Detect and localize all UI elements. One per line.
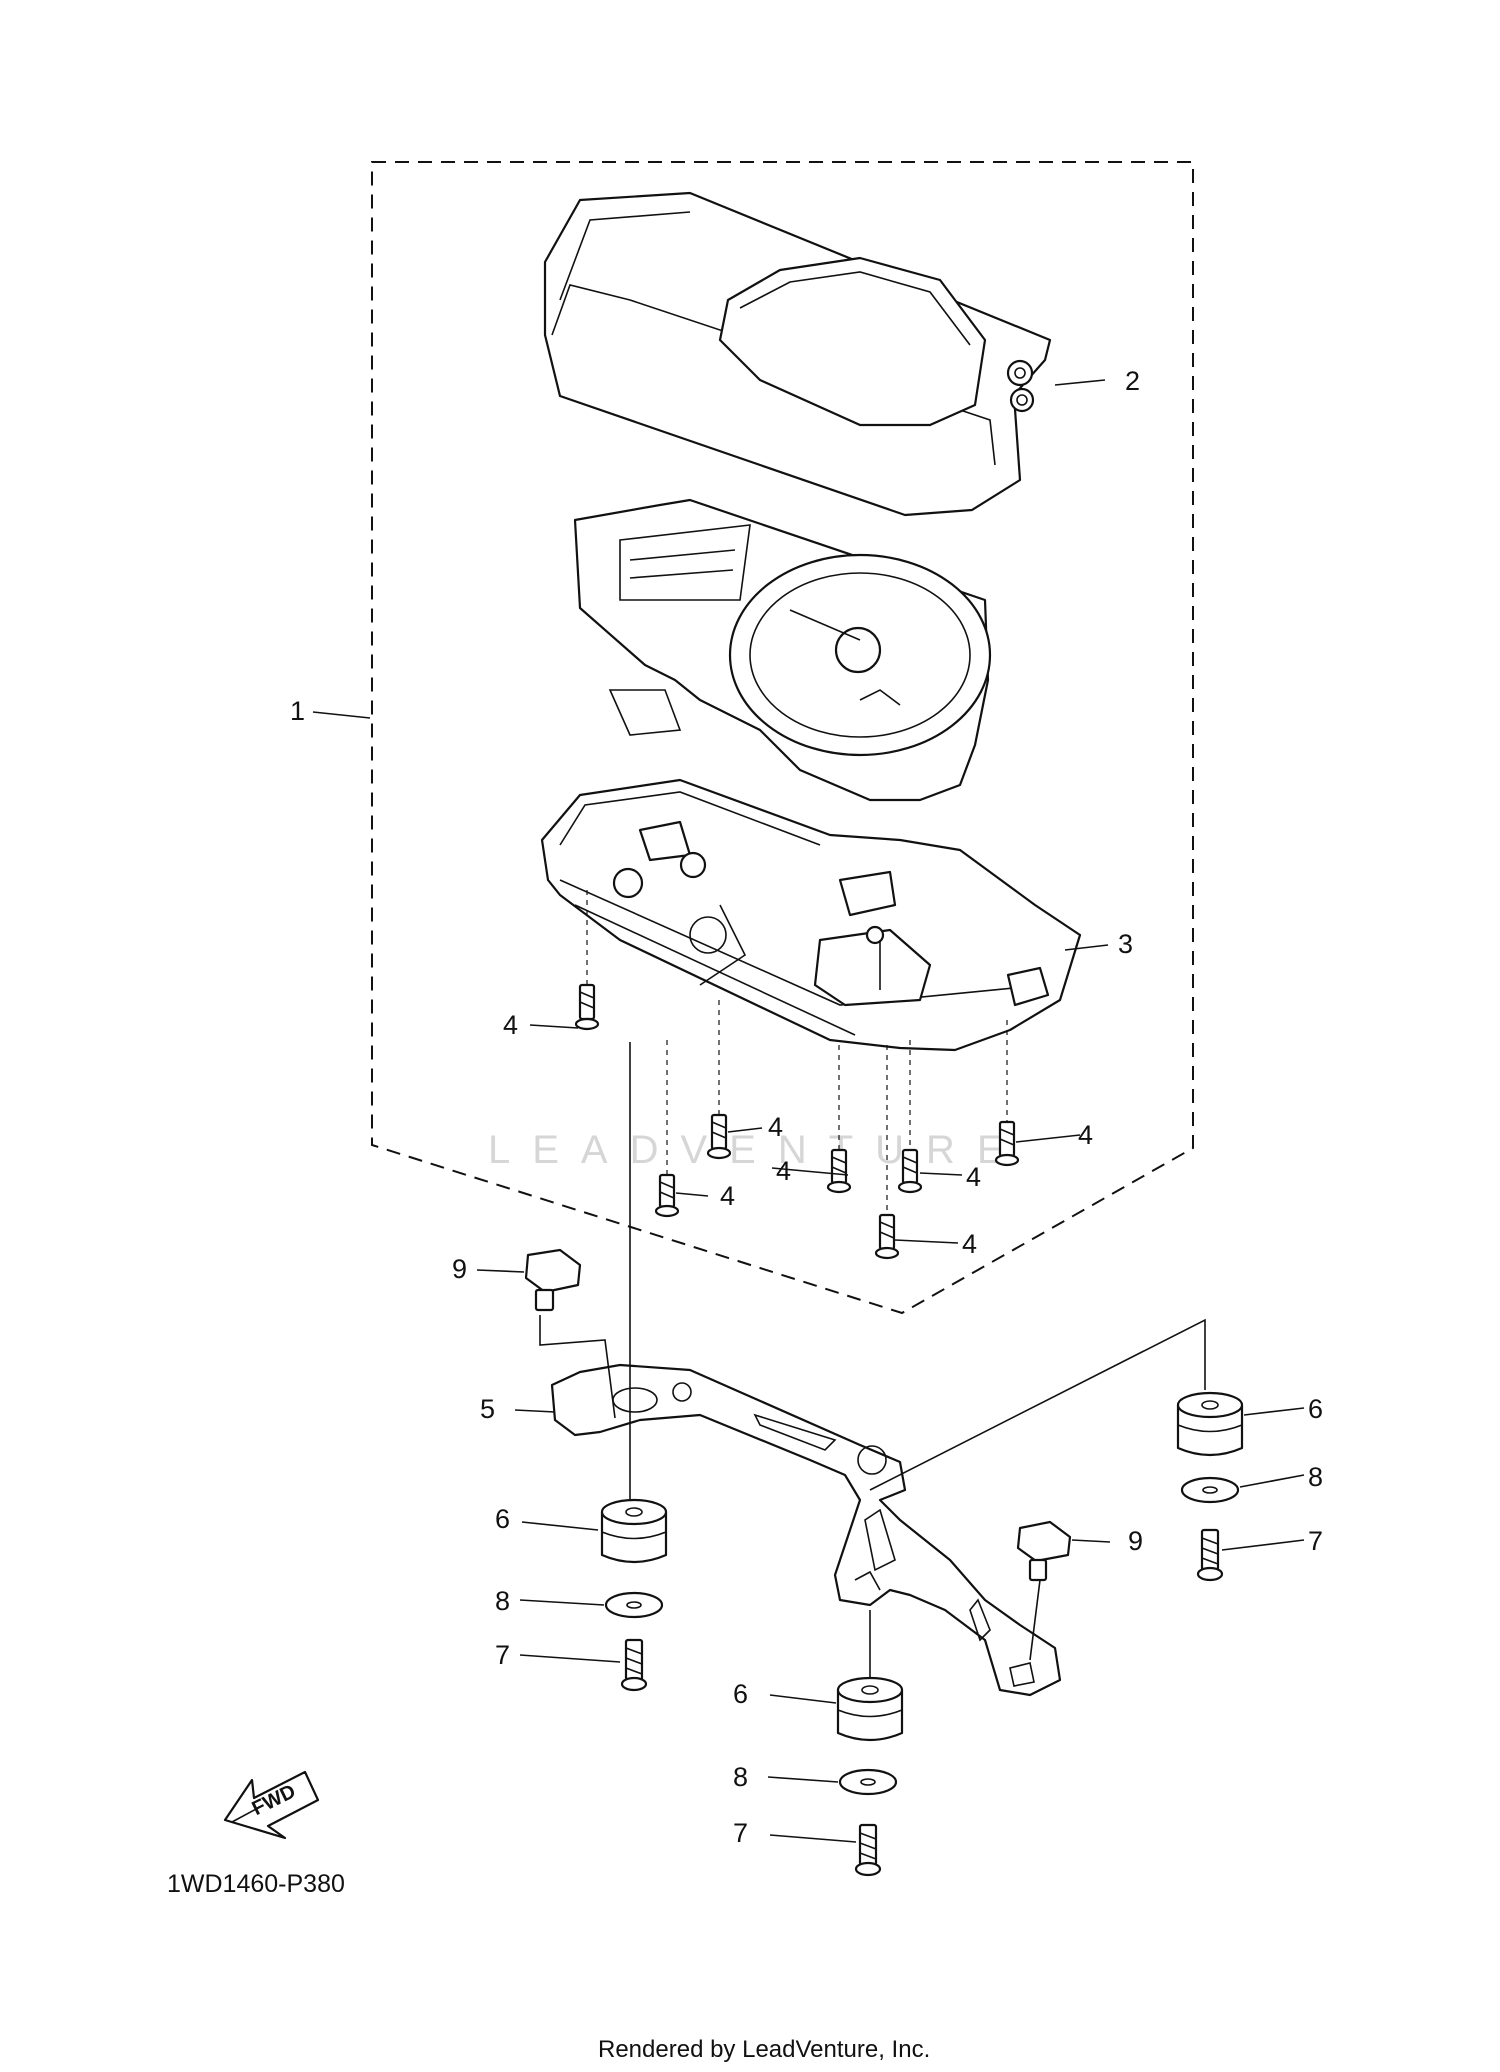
bolt-9a[interactable] xyxy=(524,1248,582,1312)
washer-8c[interactable] xyxy=(838,1768,898,1796)
screw-4f[interactable] xyxy=(994,1120,1020,1167)
callout-8a: 8 xyxy=(1308,1462,1323,1492)
callout-4c: 4 xyxy=(720,1181,735,1211)
meter-cover[interactable] xyxy=(543,191,1052,517)
watermark: LEADVENTURE xyxy=(488,1128,1026,1172)
screw-4b[interactable] xyxy=(706,1113,732,1160)
diagram-code: 1WD1460-P380 xyxy=(167,1870,345,1898)
washer-8b[interactable] xyxy=(604,1591,664,1619)
screw-4a[interactable] xyxy=(574,983,600,1031)
callout-2: 2 xyxy=(1125,366,1140,396)
callout-7b: 7 xyxy=(495,1640,510,1670)
damper-6c[interactable] xyxy=(836,1676,904,1742)
meter-bracket[interactable] xyxy=(550,1363,1062,1697)
callout-6b: 6 xyxy=(495,1504,510,1534)
callout-4d: 4 xyxy=(776,1156,791,1186)
damper-6a[interactable] xyxy=(1176,1391,1244,1457)
screw-7a[interactable] xyxy=(1196,1528,1224,1582)
screw-axis-lines xyxy=(586,890,1008,1215)
callout-6a: 6 xyxy=(1308,1394,1323,1424)
screw-4c[interactable] xyxy=(654,1173,680,1218)
callout-9b: 9 xyxy=(1128,1526,1143,1556)
screw-7c[interactable] xyxy=(854,1823,882,1877)
callout-7c: 7 xyxy=(733,1818,748,1848)
washer-8a[interactable] xyxy=(1180,1476,1240,1504)
assembly-outline xyxy=(371,161,1194,1315)
callout-1: 1 xyxy=(290,696,305,726)
callout-4b: 4 xyxy=(768,1112,783,1142)
meter-unit[interactable] xyxy=(573,498,992,802)
callout-4g: 4 xyxy=(962,1229,977,1259)
bolt-9b[interactable] xyxy=(1016,1520,1072,1582)
callout-4e: 4 xyxy=(966,1162,981,1192)
callout-leaders xyxy=(312,379,1305,1843)
fwd-arrow-icon: FWD xyxy=(223,1770,320,1840)
callout-8b: 8 xyxy=(495,1586,510,1616)
callout-5: 5 xyxy=(480,1394,495,1424)
callout-4a: 4 xyxy=(503,1010,518,1040)
callout-7a: 7 xyxy=(1308,1526,1323,1556)
credit-text: Rendered by LeadVenture, Inc. xyxy=(598,2036,930,2063)
callout-6c: 6 xyxy=(733,1679,748,1709)
alignment-lines xyxy=(539,1042,1206,1680)
callout-8c: 8 xyxy=(733,1762,748,1792)
callout-3: 3 xyxy=(1118,929,1133,959)
screw-4e[interactable] xyxy=(897,1148,923,1194)
screw-4g[interactable] xyxy=(874,1213,900,1260)
meter-case[interactable] xyxy=(540,778,1082,1052)
callout-4f: 4 xyxy=(1078,1120,1093,1150)
callout-9a: 9 xyxy=(452,1254,467,1284)
damper-6b[interactable] xyxy=(600,1498,668,1564)
screw-4d[interactable] xyxy=(826,1148,852,1194)
screw-7b[interactable] xyxy=(620,1638,648,1692)
